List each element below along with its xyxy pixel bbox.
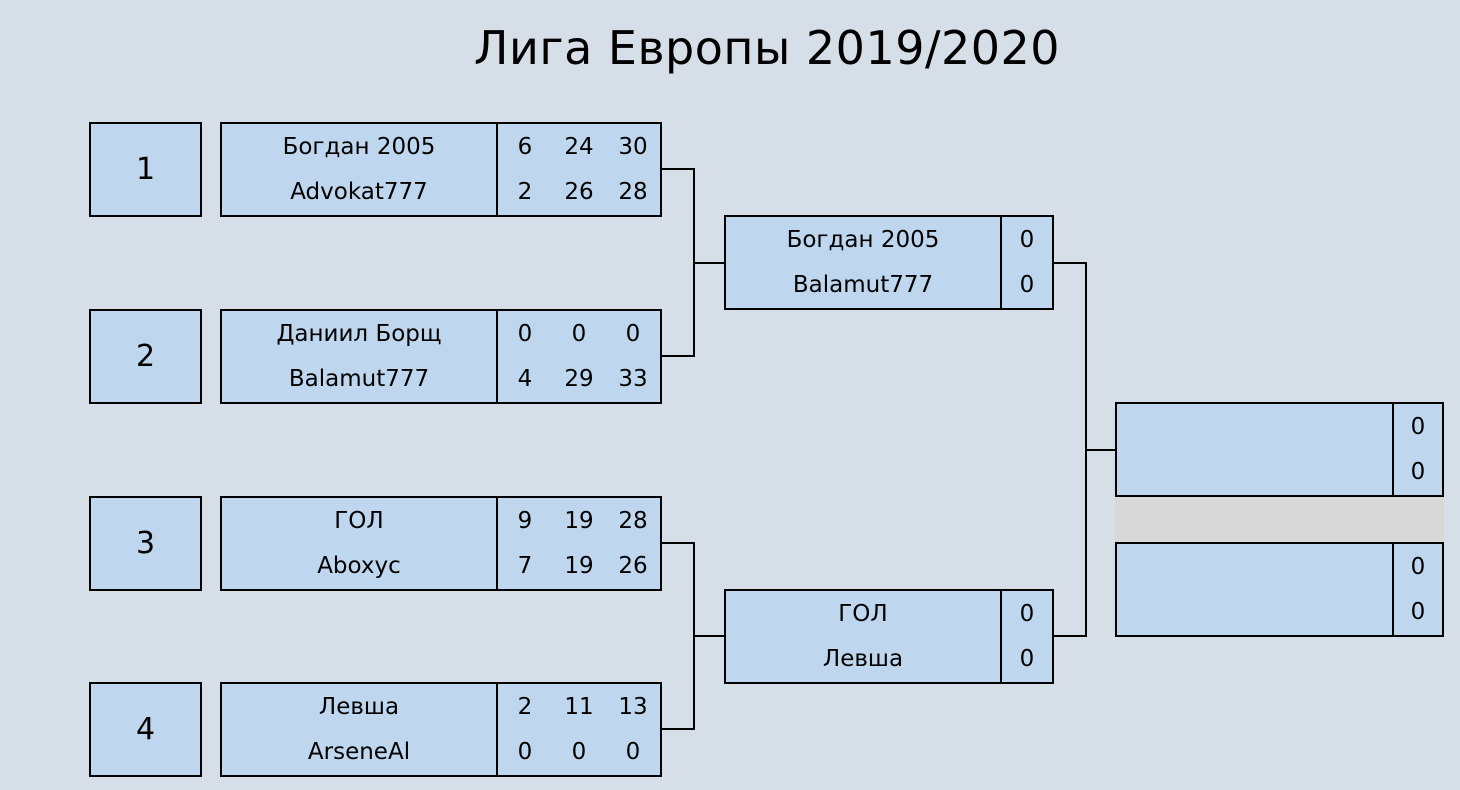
score-cell: 4 [517,366,533,393]
round1-match-3: ГОЛ Aboxyc 9 19 28 7 19 26 [220,496,662,591]
score-cell: 30 [618,133,648,160]
score-cell: 0 [517,320,533,347]
player-name: Левша [318,693,400,720]
score-cell: 29 [564,366,594,393]
seed-box-2: 2 [89,309,202,404]
round1-match-4: Левша ArseneAl 2 11 13 0 0 0 [220,682,662,777]
score-cell: 0 [1019,646,1035,673]
player-name: ГОЛ [838,600,888,627]
score-cell: 33 [618,366,648,393]
round1-match-1: Богдан 2005 Advokat777 6 24 30 2 26 28 [220,122,662,217]
score-cell: 2 [517,693,533,720]
score-cell: 28 [618,507,648,534]
player-name: Богдан 2005 [786,226,940,253]
score-cell: 2 [517,179,533,206]
player-name: ArseneAl [307,739,411,766]
semifinal-match-1: Богдан 2005 Balamut777 0 0 [724,215,1054,310]
score-cell: 13 [618,693,648,720]
player-name: Balamut777 [792,272,934,299]
semifinal-match-2: ГОЛ Левша 0 0 [724,589,1054,684]
player-name: ГОЛ [334,507,384,534]
round1-match-2: Даниил Борщ Balamut777 0 0 0 4 29 33 [220,309,662,404]
score-cell: 0 [517,739,533,766]
player-name: Balamut777 [288,366,430,393]
seed-box-1: 1 [89,122,202,217]
player-name: Aboxyc [317,553,401,580]
score-cell: 6 [517,133,533,160]
score-cell: 0 [1019,272,1035,299]
third-place-match: 0 0 [1115,542,1444,637]
score-cell: 0 [1410,413,1426,440]
score-cell: 0 [1410,553,1426,580]
score-cell: 0 [571,739,587,766]
score-cell: 0 [625,320,641,347]
score-cell: 0 [1019,600,1035,627]
seed-box-3: 3 [89,496,202,591]
player-name: Левша [822,646,904,673]
score-cell: 0 [1410,599,1426,626]
score-cell: 19 [564,553,594,580]
score-cell: 19 [564,507,594,534]
connector-r1-bottom [662,542,695,730]
connector-r1-top [662,168,695,357]
score-cell: 0 [1410,459,1426,486]
player-name: Богдан 2005 [282,133,436,160]
score-cell: 9 [517,507,533,534]
score-cell: 0 [571,320,587,347]
player-name: Advokat777 [290,179,428,206]
final-match: 0 0 [1115,402,1444,497]
score-cell: 0 [1019,226,1035,253]
score-cell: 28 [618,179,648,206]
score-cell: 26 [618,553,648,580]
seed-box-4: 4 [89,682,202,777]
score-cell: 0 [625,739,641,766]
player-name: Даниил Борщ [276,320,442,347]
score-cell: 11 [564,693,594,720]
final-separator-band [1115,496,1444,542]
page-title: Лига Европы 2019/2020 [473,21,1061,75]
score-cell: 7 [517,553,533,580]
score-cell: 26 [564,179,594,206]
score-cell: 24 [564,133,594,160]
connector-sf [1054,262,1087,637]
